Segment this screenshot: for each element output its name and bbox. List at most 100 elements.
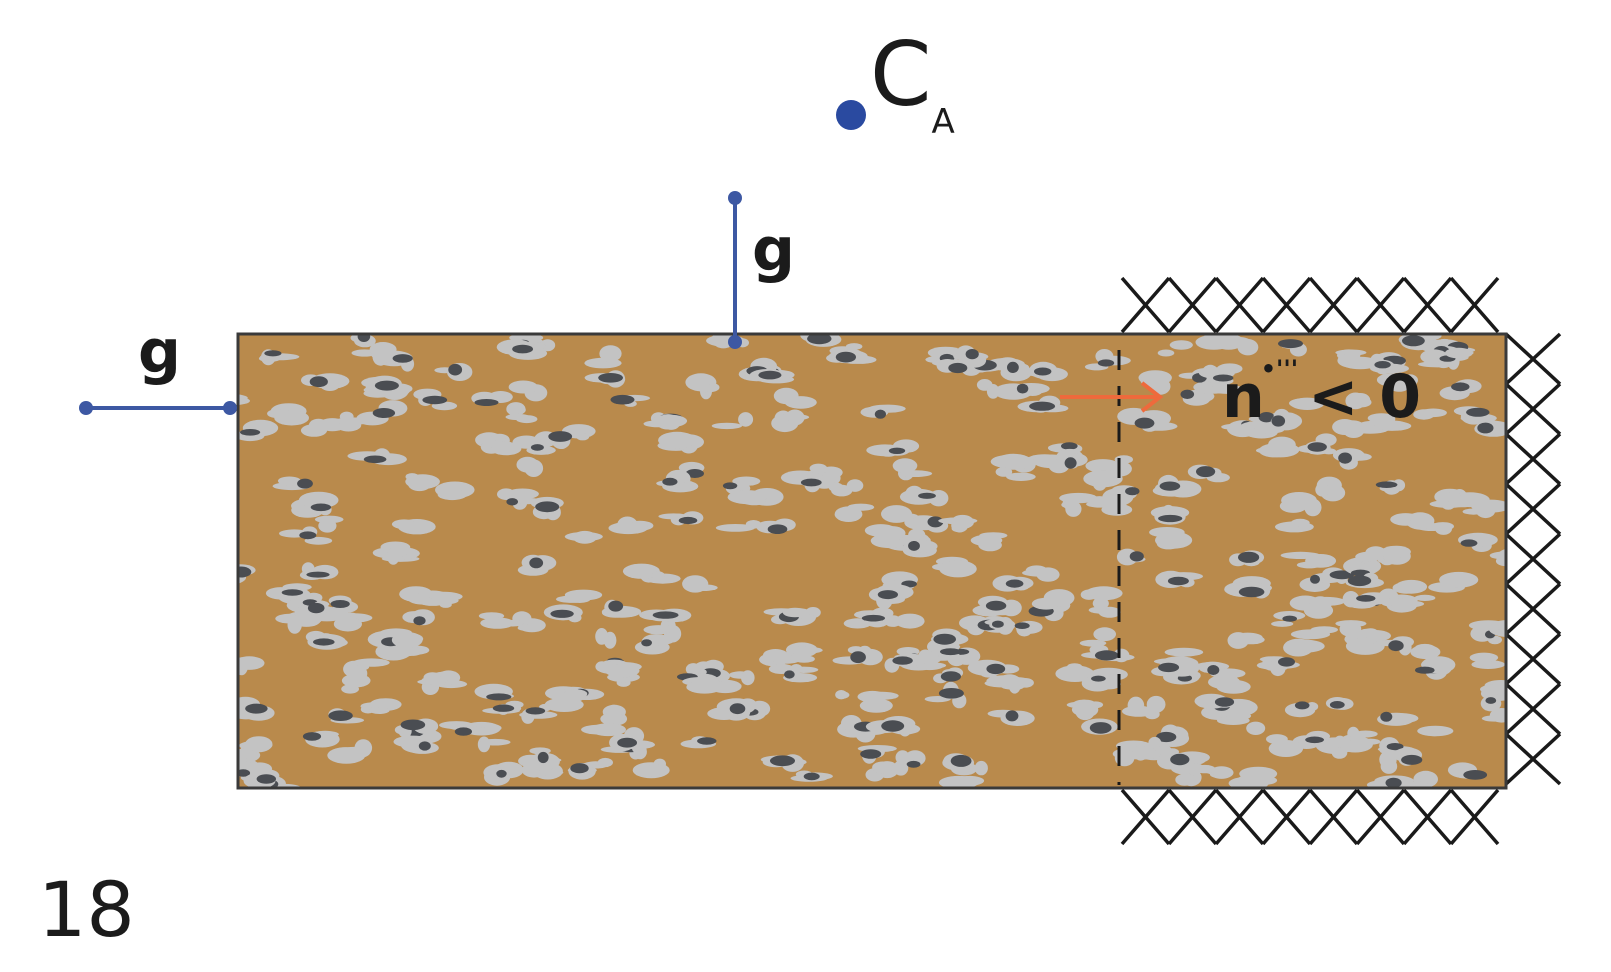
pore xyxy=(556,589,603,603)
left-gap-marker xyxy=(79,401,237,415)
pore xyxy=(1280,551,1337,569)
pore xyxy=(1031,589,1075,612)
hatch-mark xyxy=(1402,276,1453,334)
left-gap-label: g xyxy=(138,317,181,387)
pore xyxy=(987,709,1035,726)
pore xyxy=(1413,408,1447,420)
hatch-mark xyxy=(1120,788,1171,846)
pore xyxy=(728,670,755,686)
pore xyxy=(1198,367,1235,385)
pore xyxy=(773,387,817,409)
pore xyxy=(1489,548,1506,567)
flux-symbol: n xyxy=(1222,362,1265,432)
pore xyxy=(832,645,883,666)
concentration-point-dot-icon xyxy=(836,100,866,130)
pore xyxy=(1297,433,1337,455)
pore xyxy=(483,761,524,786)
pore xyxy=(1439,379,1482,401)
pore xyxy=(402,609,435,626)
pore xyxy=(258,349,300,366)
hatch-mark xyxy=(1504,632,1562,686)
pore xyxy=(1149,527,1193,550)
pore xyxy=(622,563,681,584)
pore xyxy=(785,642,823,663)
pore xyxy=(1059,492,1098,517)
pore xyxy=(543,604,583,623)
pore xyxy=(931,628,969,646)
pore xyxy=(238,696,275,721)
pore xyxy=(682,575,718,593)
pore xyxy=(439,721,493,736)
pore xyxy=(1315,735,1355,759)
pore xyxy=(1462,499,1506,519)
pore xyxy=(680,736,717,749)
pore xyxy=(967,659,1020,678)
pore xyxy=(992,575,1034,592)
pore xyxy=(567,763,597,780)
pore xyxy=(334,411,370,432)
pore xyxy=(1453,406,1497,425)
pore xyxy=(595,628,617,649)
pore xyxy=(1227,632,1265,649)
pore xyxy=(471,391,513,406)
pore xyxy=(238,419,279,442)
hatch-mark xyxy=(1308,276,1359,334)
pore xyxy=(1289,397,1325,410)
pore xyxy=(1345,392,1372,410)
hatch-mark xyxy=(1355,788,1406,846)
pore xyxy=(1122,695,1166,720)
pore xyxy=(1377,711,1419,726)
hatch-mark xyxy=(1214,276,1265,334)
pore xyxy=(782,607,821,618)
pore xyxy=(884,613,925,629)
concentration-label: CA xyxy=(870,23,955,142)
pore xyxy=(1055,448,1088,469)
flux-arrow-icon xyxy=(1060,381,1164,413)
pore xyxy=(828,479,864,497)
pore xyxy=(632,758,670,779)
pore xyxy=(505,402,538,424)
pore xyxy=(634,634,675,655)
hatch-mark xyxy=(1449,788,1500,846)
pore xyxy=(595,659,640,678)
pore xyxy=(435,481,475,501)
pore xyxy=(1014,620,1043,637)
pore xyxy=(1447,762,1488,780)
pore xyxy=(1270,408,1301,431)
pore xyxy=(609,727,656,755)
pore xyxy=(1024,361,1068,382)
pore xyxy=(902,539,938,558)
pore xyxy=(932,359,970,374)
pore xyxy=(301,373,350,391)
pore xyxy=(826,349,868,364)
pore xyxy=(1417,725,1454,737)
pore xyxy=(544,691,585,712)
pore xyxy=(328,595,359,613)
pore xyxy=(1444,347,1474,359)
pore xyxy=(904,515,949,533)
hatch-mark xyxy=(1261,788,1312,846)
pore xyxy=(711,412,754,430)
pore xyxy=(685,373,720,400)
pore xyxy=(1342,591,1390,609)
pore xyxy=(517,554,557,576)
pore xyxy=(933,667,964,684)
pore xyxy=(413,388,458,411)
top-hatch-wall xyxy=(1120,276,1500,334)
pore xyxy=(984,617,1014,635)
pore xyxy=(1275,518,1314,533)
pore xyxy=(1157,751,1210,770)
pore xyxy=(508,380,548,402)
pore xyxy=(372,541,411,565)
pore xyxy=(1081,718,1118,735)
pore xyxy=(953,345,989,368)
pore xyxy=(279,526,333,545)
pore xyxy=(405,473,440,492)
pore xyxy=(970,532,1008,552)
pore xyxy=(932,556,977,578)
pore xyxy=(985,357,1032,382)
pore xyxy=(477,736,511,753)
pore xyxy=(868,584,914,610)
pore xyxy=(1187,464,1230,483)
